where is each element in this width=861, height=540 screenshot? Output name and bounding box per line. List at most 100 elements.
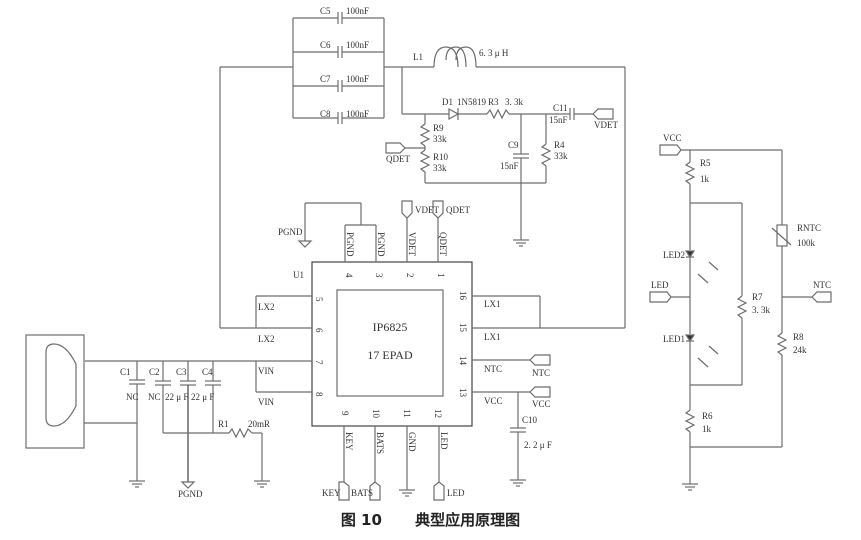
pin-number-10: 10: [371, 409, 381, 419]
c9-value: 15nF: [500, 161, 519, 171]
pin-name-5: LX2: [258, 302, 275, 312]
pin-name-8: VIN: [258, 397, 274, 407]
pgnd-symbol-bottom: [180, 481, 196, 489]
ic-part-label: IP6825: [373, 320, 408, 334]
bats-label: BATS: [351, 488, 373, 498]
r6-ref: R6: [702, 411, 713, 421]
pin-name-13: VCC: [484, 396, 503, 406]
c11-ref: C11: [553, 103, 568, 113]
l1-ref: L1: [413, 52, 423, 62]
c9-ref: C9: [508, 140, 519, 150]
ic-bottom-pins: KEY KEY BATS BATS GND LED LED: [322, 426, 465, 501]
r9-symbol: [419, 123, 431, 147]
l1-coil: [433, 46, 477, 68]
ic-right-pins: LX1 LX1 NTC NTC VCC VCC C10 2. 2 μ F: [472, 295, 625, 487]
r5-symbol: [684, 161, 696, 185]
ntc-label-ic: NTC: [532, 368, 550, 378]
ntc-port-right: [811, 291, 832, 303]
led2-symbol: [684, 250, 696, 259]
ic-ref-label: U1: [293, 270, 304, 280]
r3-symbol: [486, 108, 510, 120]
bats-port: [369, 481, 381, 501]
ntc-port-ic: [529, 354, 551, 366]
r7-ref: R7: [752, 292, 763, 302]
c4-ref: C4: [202, 367, 213, 377]
pin-number-4: 4: [344, 273, 354, 278]
led-label-ic: LED: [447, 488, 465, 498]
rntc-value: 100k: [797, 238, 816, 248]
rntc-symbol: [776, 224, 788, 247]
qdet-port-top: [432, 200, 444, 219]
d1-value: 1N5819: [457, 97, 486, 107]
c2-ref: C2: [149, 367, 160, 377]
c7-value: 100nF: [346, 74, 369, 84]
ntc-label-right: NTC: [813, 280, 831, 290]
pin-number-6: 6: [314, 328, 324, 333]
vdet-port-right: [592, 108, 614, 120]
c10-ref: C10: [522, 415, 538, 425]
r4-ref: R4: [554, 140, 565, 150]
led2-light-arrow: [697, 273, 709, 284]
qdet-label-left: QDET: [386, 154, 410, 164]
c2-value: NC: [148, 392, 161, 402]
pgnd-symbol-top: [297, 240, 313, 248]
pin-name-3: PGND: [376, 232, 386, 257]
r8-symbol: [776, 332, 788, 356]
ic-left-pins: LX2 LX2 VIN VIN: [85, 295, 312, 407]
pgnd-label-top: PGND: [278, 227, 303, 237]
pin-name-15: LX1: [484, 332, 501, 342]
pin-number-7: 7: [314, 360, 324, 365]
led-port-right: [649, 291, 672, 303]
r5-ref: R5: [700, 158, 711, 168]
pin-name-11: GND: [407, 432, 417, 452]
usb-connector-shape: [45, 343, 77, 427]
pin-number-9: 9: [340, 411, 350, 416]
r10-value: 33k: [433, 163, 447, 173]
led2-ref: LED2: [663, 250, 685, 260]
vcc-label-right: VCC: [663, 133, 682, 143]
usb-connector: [25, 334, 85, 449]
pin-number-5: 5: [314, 297, 324, 302]
r4-symbol: [540, 143, 552, 167]
vcc-port-right: [659, 144, 682, 156]
c3-ref: C3: [176, 367, 187, 377]
pin-number-16: 16: [458, 291, 468, 301]
vdet-label-top: VDET: [415, 205, 439, 215]
figure-number: 图 10: [340, 511, 382, 529]
rntc-arrow: [771, 227, 792, 246]
pin-name-14: NTC: [484, 364, 502, 374]
r1-value: 20mR: [248, 419, 270, 429]
ic-top-pins: PGND PGND PGND VDET VDET QDET QDET: [278, 200, 470, 262]
c5-ref: C5: [320, 6, 331, 16]
c1-ref: C1: [120, 367, 131, 377]
pin-name-1: QDET: [438, 232, 448, 256]
r8-value: 24k: [793, 345, 807, 355]
r3-value: 3. 3k: [505, 97, 524, 107]
ic-u1: IP6825 17 EPAD U1 4 3 2 1 5 6 7 8 16 15 …: [293, 261, 473, 427]
led1-ref: LED1: [663, 334, 685, 344]
c3-value: 22 μ F: [165, 392, 188, 402]
led1-symbol: [684, 334, 696, 343]
pin-name-2: VDET: [407, 232, 417, 256]
c8-value: 100nF: [346, 109, 369, 119]
led1-light-arrow: [697, 357, 709, 368]
qdet-port-left: [385, 142, 406, 154]
ic-epad-label: 17 EPAD: [367, 348, 413, 362]
vcc-label-ic: VCC: [532, 399, 551, 409]
input-cap-bank: C5 100nF C6 100nF C7 100nF C8 100nF: [219, 6, 385, 328]
r7-symbol: [736, 295, 748, 319]
pgnd-label-bottom: PGND: [178, 489, 203, 499]
r8-ref: R8: [793, 332, 804, 342]
pin-number-11: 11: [402, 409, 412, 418]
c6-ref: C6: [320, 40, 331, 50]
led-label-right: LED: [651, 280, 669, 290]
r7-value: 3. 3k: [752, 305, 771, 315]
pin-name-7: VIN: [258, 366, 274, 376]
c1-value: NC: [126, 392, 139, 402]
vcc-port-ic: [529, 386, 551, 398]
pin-number-3: 3: [374, 273, 384, 278]
c10-value: 2. 2 μ F: [524, 440, 552, 450]
pin-name-6: LX2: [258, 334, 275, 344]
inductor-l1: L1 6. 3 μ H: [384, 46, 626, 328]
pin-number-12: 12: [433, 409, 443, 418]
